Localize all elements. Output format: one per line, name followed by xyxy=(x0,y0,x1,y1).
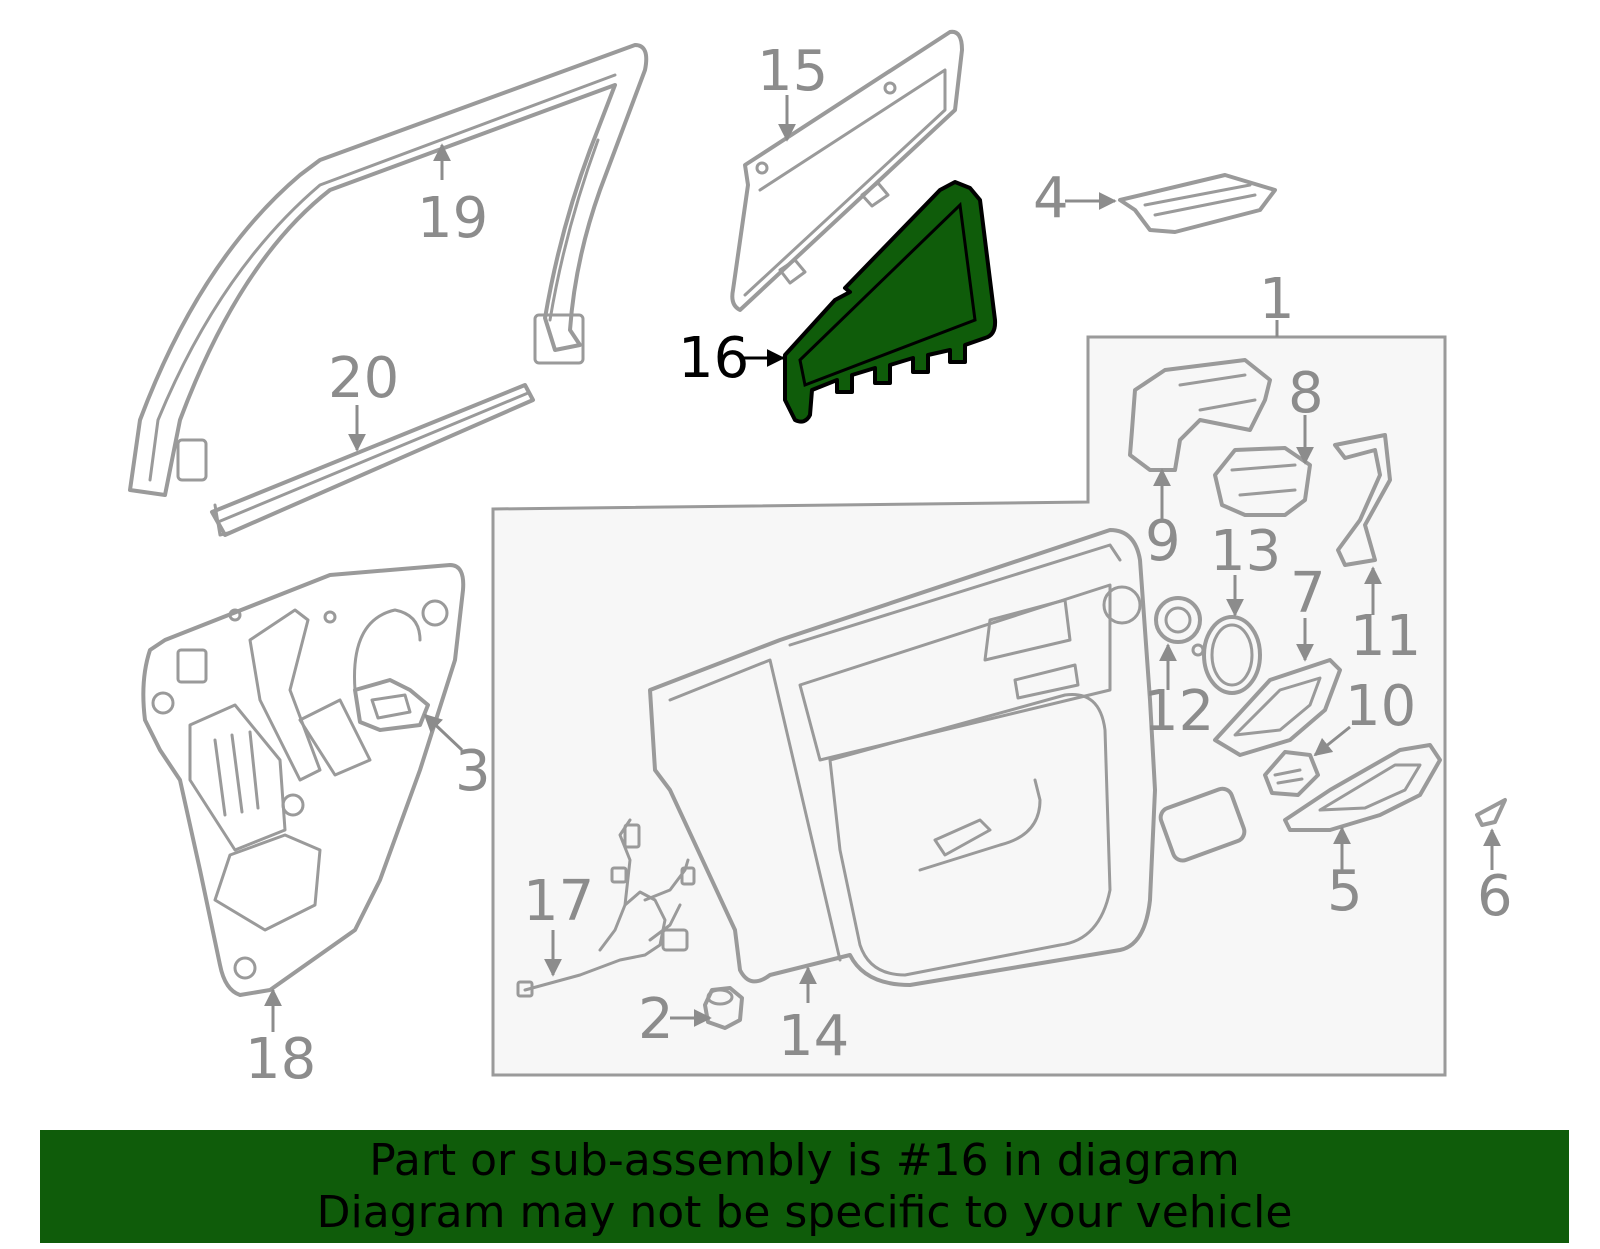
part-12-clip xyxy=(1154,596,1202,644)
assembly-box-1 xyxy=(491,335,1447,1077)
part-10-switch xyxy=(1263,750,1320,797)
part-17-wiring-harness xyxy=(516,818,696,998)
label-9[interactable]: 9 xyxy=(1145,509,1181,574)
label-7[interactable]: 7 xyxy=(1290,561,1326,626)
part-7-bezel xyxy=(1213,658,1342,757)
part-5-inner-handle xyxy=(1283,743,1442,832)
label-3[interactable]: 3 xyxy=(455,739,491,804)
footer-line-1: Part or sub-assembly is #16 in diagram xyxy=(369,1134,1240,1186)
part-4-bracket xyxy=(1118,173,1277,234)
part-16-highlighted[interactable] xyxy=(783,180,998,424)
part-11-cable xyxy=(1333,433,1392,567)
label-15[interactable]: 15 xyxy=(757,39,828,104)
label-17[interactable]: 17 xyxy=(523,869,594,934)
label-19[interactable]: 19 xyxy=(417,186,488,251)
part-20-belt-molding xyxy=(210,383,535,537)
label-10[interactable]: 10 xyxy=(1345,674,1416,739)
label-1[interactable]: 1 xyxy=(1259,267,1295,332)
part-19-window-frame xyxy=(128,43,649,497)
label-13[interactable]: 13 xyxy=(1210,519,1281,584)
footer-line-2: Diagram may not be specific to your vehi… xyxy=(316,1186,1293,1238)
parts-diagram: 1 2 3 4 5 6 7 8 9 10 11 12 13 14 15 16 1… xyxy=(128,29,1513,1092)
label-11[interactable]: 11 xyxy=(1350,604,1421,669)
pull-cup xyxy=(1158,786,1247,863)
label-20[interactable]: 20 xyxy=(328,346,399,411)
part-18-door-module xyxy=(141,563,466,997)
part-13-speaker xyxy=(1191,615,1262,695)
footer-banner: Part or sub-assembly is #16 in diagram D… xyxy=(40,1130,1569,1243)
part-3-latch xyxy=(353,678,430,732)
label-12[interactable]: 12 xyxy=(1143,679,1214,744)
part-15-deflector xyxy=(730,29,964,312)
label-6[interactable]: 6 xyxy=(1477,864,1513,929)
label-14[interactable]: 14 xyxy=(778,1004,849,1069)
label-18[interactable]: 18 xyxy=(245,1027,316,1092)
part-6-cap xyxy=(1475,798,1507,827)
part-8-actuator xyxy=(1213,446,1312,517)
label-16[interactable]: 16 xyxy=(678,326,749,391)
label-4[interactable]: 4 xyxy=(1033,166,1069,231)
label-5[interactable]: 5 xyxy=(1327,859,1363,924)
part-9-handle-housing xyxy=(1128,358,1272,472)
label-2[interactable]: 2 xyxy=(638,987,674,1052)
label-8[interactable]: 8 xyxy=(1288,361,1324,426)
part-14-trim-panel xyxy=(648,528,1157,987)
